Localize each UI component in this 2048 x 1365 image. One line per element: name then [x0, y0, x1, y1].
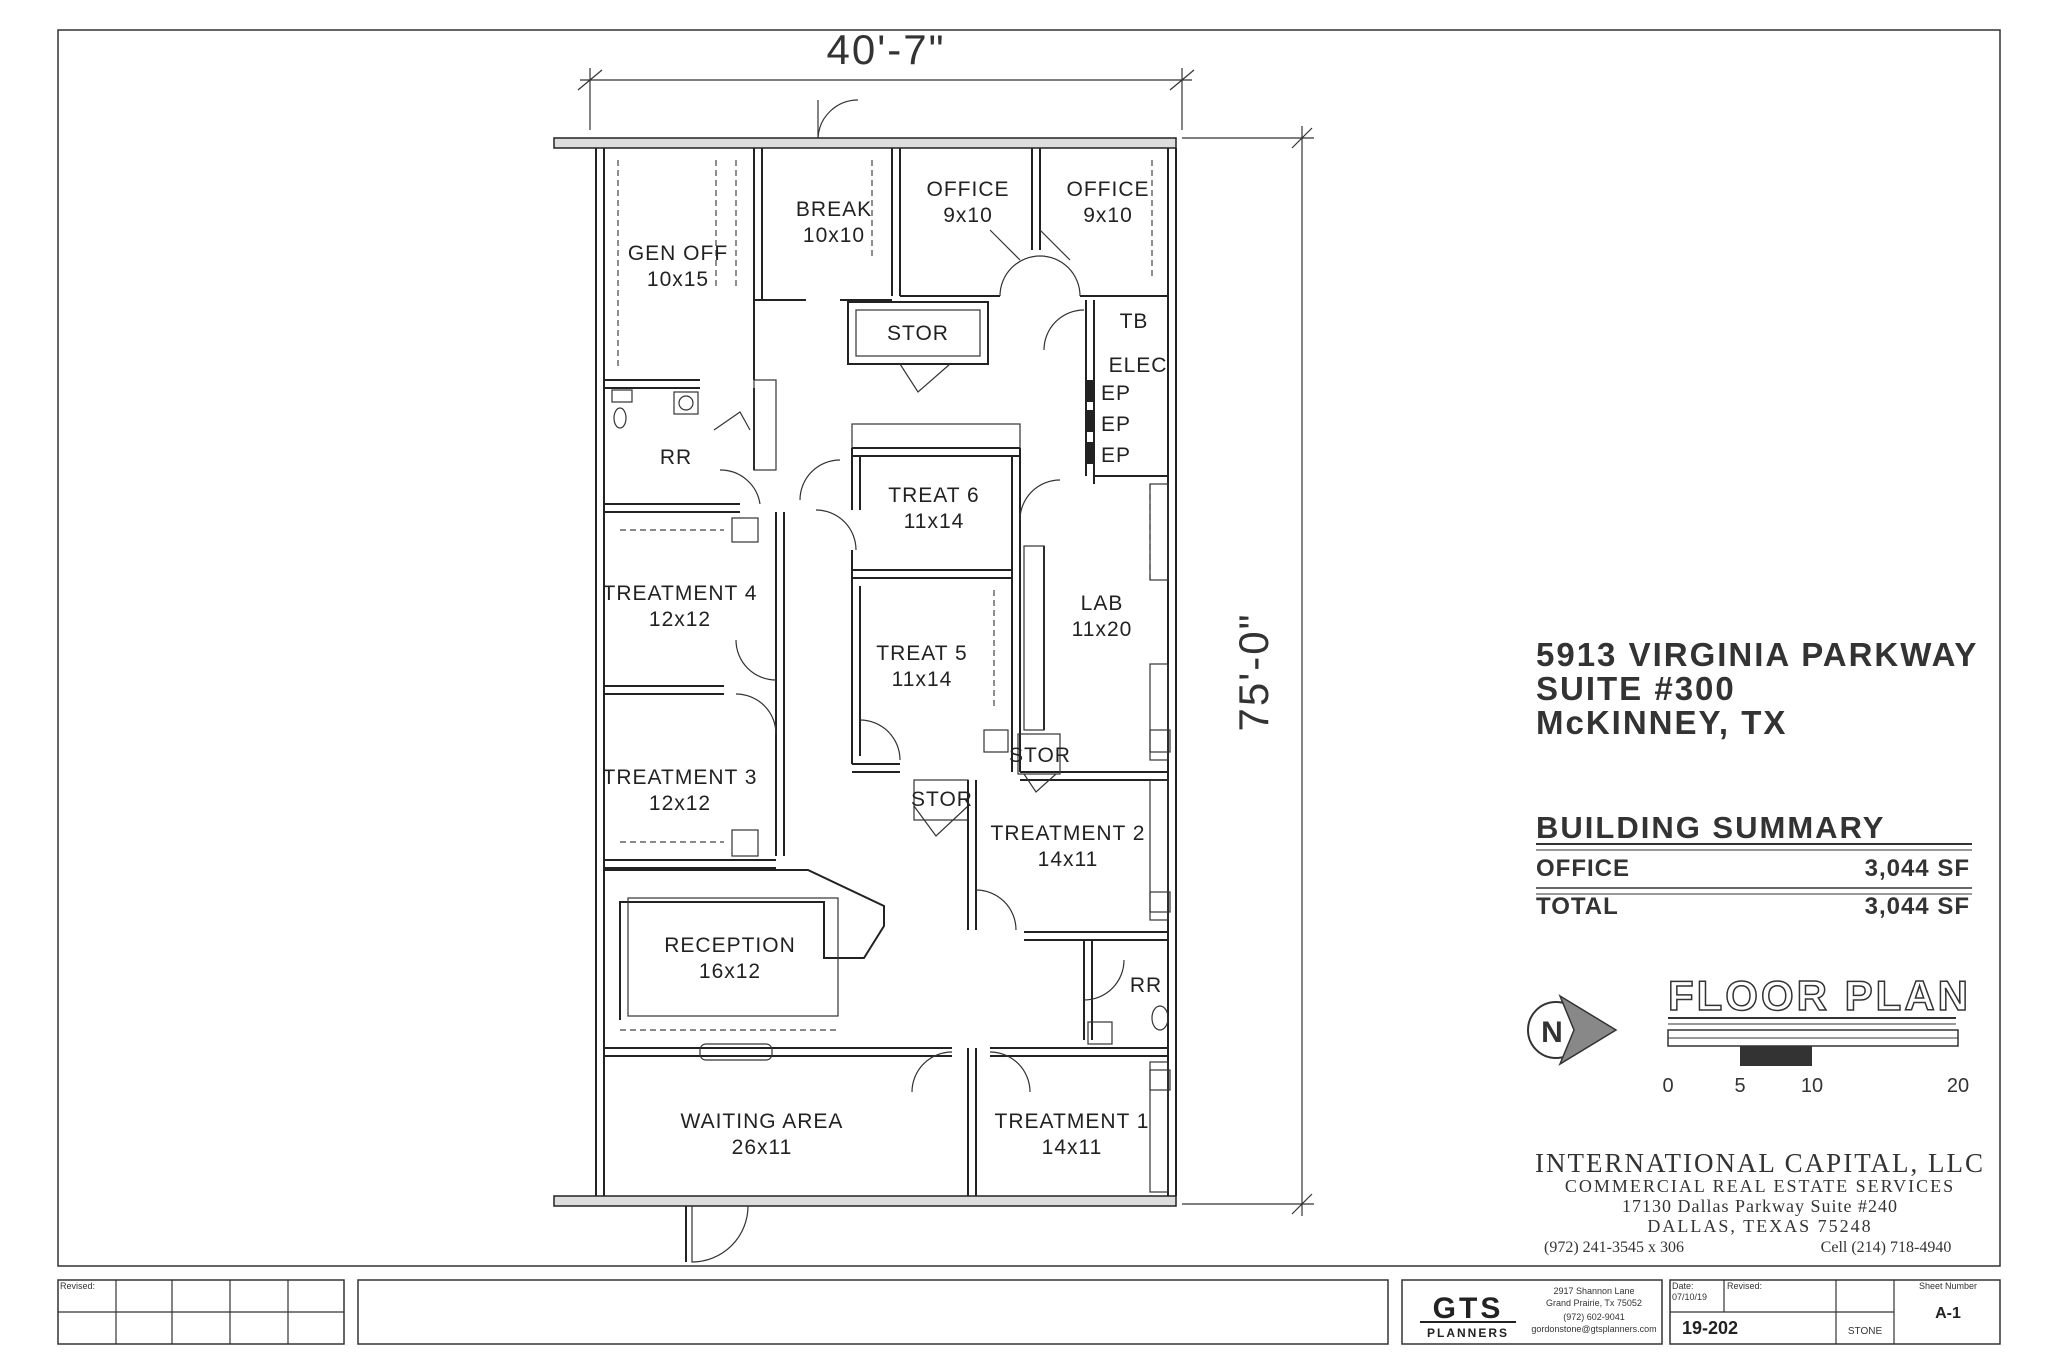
room-treatment-4-size: 12x12 — [649, 608, 711, 631]
sheet-border — [57, 29, 2001, 1267]
room-elec: ELEC — [1109, 354, 1168, 377]
depth-dimension: 75'-0" — [1182, 126, 1314, 1216]
scale-label-0: 0 — [1662, 1075, 1673, 1097]
gts-address-1: 2917 Shannon Lane — [1553, 1286, 1634, 1296]
scale-label-10: 10 — [1801, 1075, 1823, 1097]
title-block: Revised: GTS PLANNERS 2917 Shannon Lane … — [57, 1279, 2001, 1345]
room-waiting-name: WAITING AREA — [681, 1110, 844, 1133]
summary-office-label: OFFICE — [1536, 855, 1630, 882]
gts-logo-subtitle: PLANNERS — [1427, 1326, 1509, 1340]
floor-plan-title-block: FLOOR PLAN 0 5 10 20 — [1662, 971, 1971, 1097]
sheet-number-label: Sheet Number — [1919, 1281, 1977, 1291]
room-treat-6-size: 11x14 — [904, 510, 965, 533]
job-number: 19-202 — [1682, 1318, 1738, 1338]
company-cell: Cell (214) 718-4940 — [1821, 1239, 1952, 1256]
room-office-2-size: 9x10 — [1083, 204, 1133, 227]
width-dimension-label: 40'-7" — [827, 26, 946, 73]
gts-email: gordonstone@gtsplanners.com — [1531, 1324, 1656, 1334]
room-treatment-3-size: 12x12 — [649, 792, 711, 815]
summary-office-value: 3,044 SF — [1865, 855, 1970, 882]
room-lab-name: LAB — [1081, 592, 1124, 615]
room-tb: TB — [1120, 310, 1149, 333]
scale-label-5: 5 — [1734, 1075, 1745, 1097]
gts-planners-box — [1401, 1279, 1663, 1345]
room-lab-size: 11x20 — [1072, 618, 1133, 641]
room-office-1-size: 9x10 — [943, 204, 993, 227]
room-break-name: BREAK — [796, 198, 872, 221]
address-line-1: 5913 VIRGINIA PARKWAY — [1536, 636, 1978, 673]
company-block: INTERNATIONAL CAPITAL, LLC COMMERCIAL RE… — [1535, 1148, 1985, 1256]
revised-label-2: Revised: — [1727, 1281, 1762, 1291]
scale-label-20: 20 — [1947, 1075, 1969, 1097]
building-summary-title: BUILDING SUMMARY — [1536, 810, 1885, 845]
room-gen-off-size: 10x15 — [647, 268, 709, 291]
room-office-1-name: OFFICE — [927, 178, 1010, 201]
summary-total-label: TOTAL — [1536, 893, 1619, 920]
width-dimension: 40'-7" — [577, 26, 1195, 130]
gts-address-2: Grand Prairie, Tx 75052 — [1546, 1298, 1642, 1308]
room-treatment-2-name: TREATMENT 2 — [991, 822, 1146, 845]
north-arrow-icon: N — [1527, 994, 1618, 1066]
floor-plan-title: FLOOR PLAN — [1668, 972, 1971, 1019]
room-rr-2: RR — [1130, 974, 1162, 997]
company-address-2: DALLAS, TEXAS 75248 — [1647, 1216, 1872, 1236]
summary-total-value: 3,044 SF — [1865, 893, 1970, 920]
address-line-2: SUITE #300 — [1536, 670, 1736, 707]
date-label: Date: — [1672, 1281, 1694, 1291]
company-address-1: 17130 Dallas Parkway Suite #240 — [1622, 1196, 1898, 1216]
gts-phone: (972) 602-9041 — [1563, 1312, 1625, 1322]
sheet-number: A-1 — [1935, 1305, 1961, 1322]
room-treatment-2-size: 14x11 — [1038, 848, 1099, 871]
room-treatment-3-name: TREATMENT 3 — [603, 766, 758, 789]
gts-logo-text: GTS — [1433, 1292, 1504, 1325]
address-line-3: McKINNEY, TX — [1536, 704, 1787, 741]
room-stor-2: STOR — [1009, 744, 1071, 767]
room-break-size: 10x10 — [803, 224, 865, 247]
room-gen-off-name: GEN OFF — [628, 242, 728, 265]
room-ep-3: EP — [1101, 444, 1131, 467]
room-stor-3: STOR — [911, 788, 973, 811]
room-treat-5-size: 11x14 — [892, 668, 953, 691]
revision-label: Revised: — [60, 1281, 95, 1291]
depth-dimension-label: 75'-0" — [1230, 613, 1277, 732]
drawn-by: STONE — [1848, 1326, 1883, 1337]
room-rr-1: RR — [660, 446, 692, 469]
notes-box — [357, 1279, 1389, 1345]
room-reception-name: RECEPTION — [664, 934, 796, 957]
room-reception-size: 16x12 — [699, 960, 761, 983]
room-ep-2: EP — [1101, 413, 1131, 436]
room-treat-6-name: TREAT 6 — [888, 484, 979, 507]
north-label: N — [1541, 1016, 1563, 1049]
room-treatment-1-name: TREATMENT 1 — [995, 1110, 1150, 1133]
room-treat-5-name: TREAT 5 — [876, 642, 967, 665]
room-office-2-name: OFFICE — [1067, 178, 1150, 201]
room-waiting-size: 26x11 — [732, 1136, 793, 1159]
company-tagline: COMMERCIAL REAL ESTATE SERVICES — [1565, 1176, 1955, 1196]
building-summary: BUILDING SUMMARY OFFICE 3,044 SF TOTAL 3… — [1536, 810, 1972, 920]
room-ep-1: EP — [1101, 382, 1131, 405]
date-value: 07/10/19 — [1672, 1292, 1707, 1302]
room-stor-1: STOR — [887, 322, 949, 345]
floor-plan — [553, 99, 1177, 1263]
company-phone: (972) 241-3545 x 306 — [1544, 1239, 1684, 1256]
room-treatment-4-name: TREATMENT 4 — [603, 582, 758, 605]
room-treatment-1-size: 14x11 — [1042, 1136, 1103, 1159]
graphic-scale-bar — [1667, 1029, 1959, 1066]
company-name: INTERNATIONAL CAPITAL, LLC — [1535, 1148, 1985, 1178]
